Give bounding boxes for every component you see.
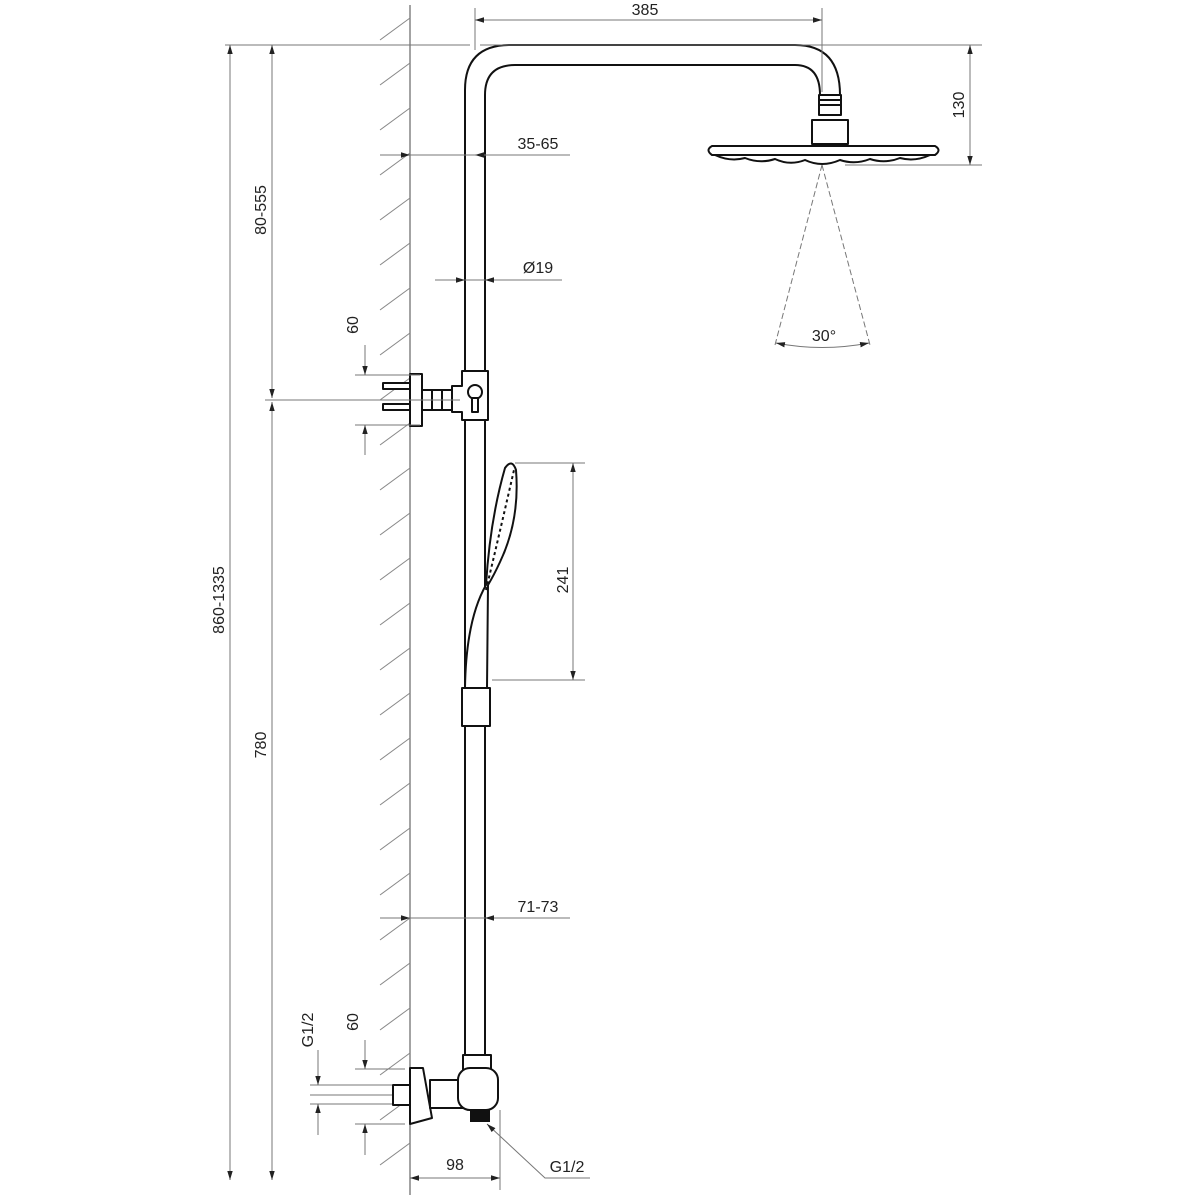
hatch-line — [379, 827, 411, 851]
dim-head-height: 130 — [951, 92, 968, 119]
hatch-line — [379, 1142, 411, 1166]
wall-hatching — [379, 17, 411, 1166]
wall — [379, 5, 411, 1195]
dim-wall-distance-bottom: 71-73 — [518, 899, 559, 916]
dim-inlet-spacing: 60 — [345, 1013, 362, 1031]
hand-shower — [461, 462, 518, 727]
hatch-line — [379, 962, 411, 986]
head-shower — [707, 94, 940, 348]
dim-adjustable-upper: 80-555 — [253, 185, 270, 235]
dim-inlet-thread: G1/2 — [300, 1013, 317, 1048]
dimension-labels: 385 130 35-65 Ø19 30° 60 80-555 860-1335… — [211, 2, 968, 1176]
dim-lower-height: 780 — [253, 732, 270, 759]
mixer-valve — [392, 1054, 499, 1125]
hatch-line — [379, 872, 411, 896]
hatch-line — [379, 737, 411, 761]
dim-bracket-spacing: 60 — [345, 316, 362, 334]
dim-wall-distance-top: 35-65 — [518, 136, 559, 153]
dim-spray-angle: 30° — [812, 328, 836, 345]
hatch-line — [379, 332, 411, 356]
hatch-line — [379, 512, 411, 536]
hatch-line — [379, 647, 411, 671]
dim-arm-length: 385 — [632, 2, 659, 19]
hatch-line — [379, 17, 411, 41]
hatch-line — [379, 107, 411, 131]
hatch-line — [379, 782, 411, 806]
hatch-line — [379, 692, 411, 716]
hatch-line — [379, 1007, 411, 1031]
hatch-line — [379, 152, 411, 176]
hatch-line — [379, 287, 411, 311]
hatch-line — [379, 467, 411, 491]
dim-hand-shower-length: 241 — [555, 567, 572, 594]
hatch-line — [379, 197, 411, 221]
hatch-line — [379, 1052, 411, 1076]
wall-bracket — [382, 370, 489, 427]
hatch-line — [379, 242, 411, 266]
hatch-line — [379, 557, 411, 581]
dim-total-height: 860-1335 — [211, 566, 228, 634]
dim-valve-depth: 98 — [446, 1157, 464, 1174]
hatch-line — [379, 917, 411, 941]
hatch-line — [379, 62, 411, 86]
dimension-lines — [225, 8, 982, 1190]
hatch-line — [379, 602, 411, 626]
dim-outlet-thread: G1/2 — [550, 1159, 585, 1176]
dim-pipe-diameter: Ø19 — [523, 260, 553, 277]
hatch-line — [379, 422, 411, 446]
